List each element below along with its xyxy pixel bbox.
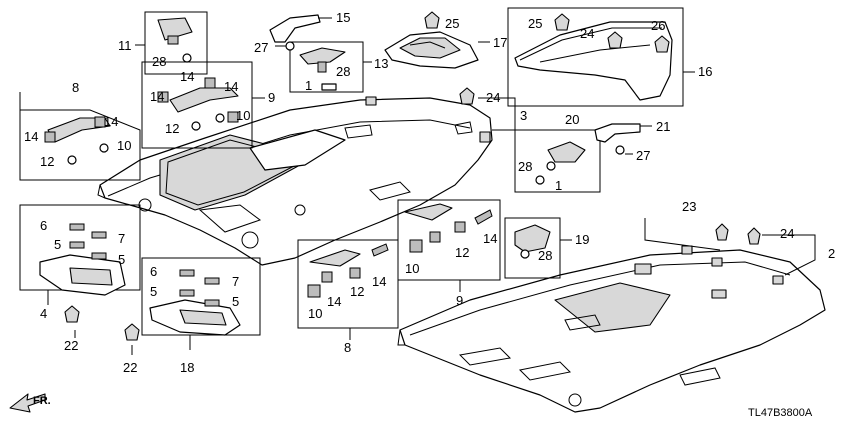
callout-4: 4 xyxy=(40,306,47,321)
callout-14-f: 14 xyxy=(372,274,386,289)
callout-15: 15 xyxy=(336,10,350,25)
callout-1-b: 1 xyxy=(555,178,562,193)
callout-24-a: 24 xyxy=(580,26,594,41)
callout-20: 20 xyxy=(565,112,579,127)
front-direction-arrow xyxy=(9,393,46,413)
callout-23: 23 xyxy=(682,199,696,214)
callout-12-b: 12 xyxy=(165,121,179,136)
callout-8-a: 8 xyxy=(72,80,79,95)
callout-6-a: 6 xyxy=(40,218,47,233)
diagram-code: TL47B3800A xyxy=(748,407,813,419)
callout-14-c: 14 xyxy=(180,69,194,84)
callout-7-a: 7 xyxy=(118,231,125,246)
callout-19: 19 xyxy=(575,232,589,247)
callout-10-b: 10 xyxy=(236,108,250,123)
callout-5-b: 5 xyxy=(118,252,125,267)
callout-28-a: 28 xyxy=(152,54,166,69)
callout-11: 11 xyxy=(118,38,132,53)
callout-9-b: 9 xyxy=(456,293,463,308)
callout-8-b: 8 xyxy=(344,340,351,355)
callout-9-a: 9 xyxy=(268,90,275,105)
callout-3: 3 xyxy=(520,108,527,123)
callout-14-h: 14 xyxy=(483,231,497,246)
callouts: 11 28 15 27 13 28 1 25 17 25 24 26 16 24… xyxy=(24,10,835,419)
rear-trim-panel-16 xyxy=(507,7,684,107)
group-frames xyxy=(19,11,601,336)
callout-26: 26 xyxy=(651,18,665,33)
callout-10-a: 10 xyxy=(117,138,131,153)
callout-14-a: 14 xyxy=(24,129,38,144)
callout-1-a: 1 xyxy=(305,78,312,93)
callout-16: 16 xyxy=(698,64,712,79)
headliner-sunroof xyxy=(97,96,493,266)
callout-14-g: 14 xyxy=(327,294,341,309)
callout-18: 18 xyxy=(180,360,194,375)
callout-5-c: 5 xyxy=(150,284,157,299)
callout-12-a: 12 xyxy=(40,154,54,169)
callout-7-b: 7 xyxy=(232,274,239,289)
callout-14-b: 14 xyxy=(104,114,118,129)
callout-27-a: 27 xyxy=(254,40,268,55)
callout-24-c: 24 xyxy=(780,226,794,241)
callout-28-c: 28 xyxy=(518,159,532,174)
callout-13: 13 xyxy=(374,56,388,71)
callout-25-a: 25 xyxy=(445,16,459,31)
callout-6-b: 6 xyxy=(150,264,157,279)
callout-24-b: 24 xyxy=(486,90,500,105)
callout-5-d: 5 xyxy=(232,294,239,309)
callout-17: 17 xyxy=(493,35,507,50)
callout-2: 2 xyxy=(828,246,835,261)
callout-5-a: 5 xyxy=(54,237,61,252)
console-17 xyxy=(384,31,479,69)
callout-27-b: 27 xyxy=(636,148,650,163)
callout-14-d: 14 xyxy=(224,79,238,94)
callout-28-b: 28 xyxy=(336,64,350,79)
callout-12-d: 12 xyxy=(455,245,469,260)
callout-28-d: 28 xyxy=(538,248,552,263)
callout-14-e: 14 xyxy=(150,89,164,104)
callout-10-d: 10 xyxy=(405,261,419,276)
callout-22-a: 22 xyxy=(64,338,78,353)
callout-10-c: 10 xyxy=(308,306,322,321)
callout-22-b: 22 xyxy=(123,360,137,375)
headliner-standard xyxy=(397,245,826,413)
small-parts xyxy=(39,11,761,341)
callout-12-c: 12 xyxy=(350,284,364,299)
callout-21: 21 xyxy=(656,119,670,134)
leader-lines xyxy=(19,17,816,355)
callout-25-b: 25 xyxy=(528,16,542,31)
direction-label: FR. xyxy=(33,395,51,407)
